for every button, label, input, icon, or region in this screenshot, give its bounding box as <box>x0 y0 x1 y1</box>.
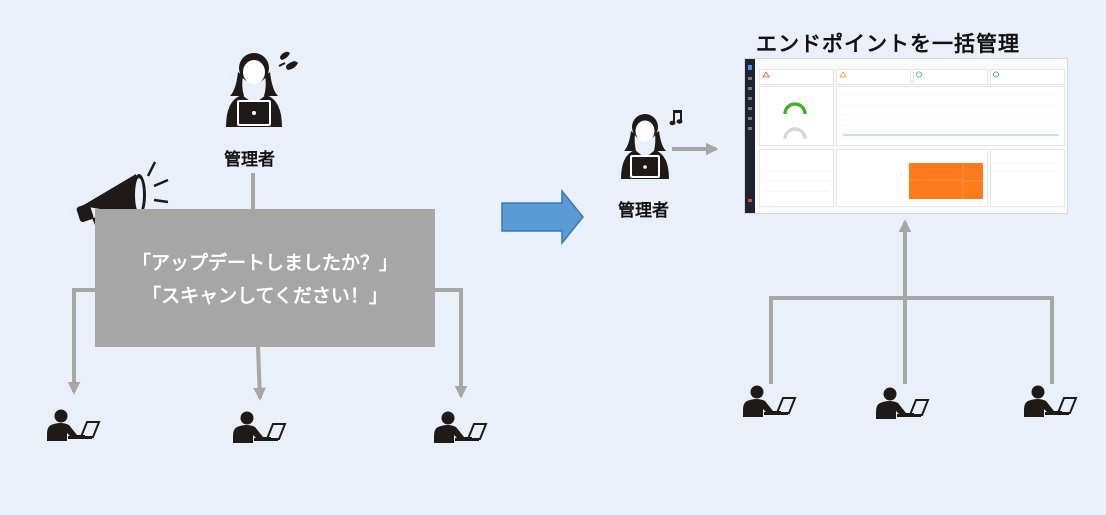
music-note-icon <box>669 110 683 126</box>
connector-tree-bar <box>769 296 1054 384</box>
connector-center-branch <box>253 346 266 401</box>
user-at-laptop-icon <box>1023 384 1077 418</box>
user-at-laptop-icon <box>875 386 929 420</box>
sweat-drops-icon <box>278 51 298 70</box>
connector-right-branch <box>435 288 468 399</box>
user-at-laptop-icon <box>433 410 487 444</box>
connector-left-branch <box>67 288 95 395</box>
right-connectors <box>769 219 1054 384</box>
user-at-laptop-icon <box>232 410 286 444</box>
admin-worried-icon <box>226 53 282 127</box>
user-at-laptop-icon <box>46 408 100 442</box>
announcement-line-1: 「アップデートしましたか？」 <box>131 252 398 274</box>
left-connectors <box>67 173 468 401</box>
dashboard-screenshot <box>744 58 1068 214</box>
block-arrow-right-icon <box>501 188 584 246</box>
dashboard-widgets <box>761 71 1060 199</box>
admin-label-left: 管理者 <box>224 150 275 170</box>
dashboard-title: エンドポイントを一括管理 <box>756 32 1020 56</box>
announcement-box: 「アップデートしましたか？」 「スキャンしてください！」 <box>95 209 435 347</box>
admin-happy-icon <box>621 114 669 179</box>
announcement-line-2: 「スキャンしてください！」 <box>142 285 388 307</box>
admin-label-right: 管理者 <box>618 201 669 221</box>
dashboard-sidebar <box>745 59 755 213</box>
user-at-laptop-icon <box>742 384 796 418</box>
